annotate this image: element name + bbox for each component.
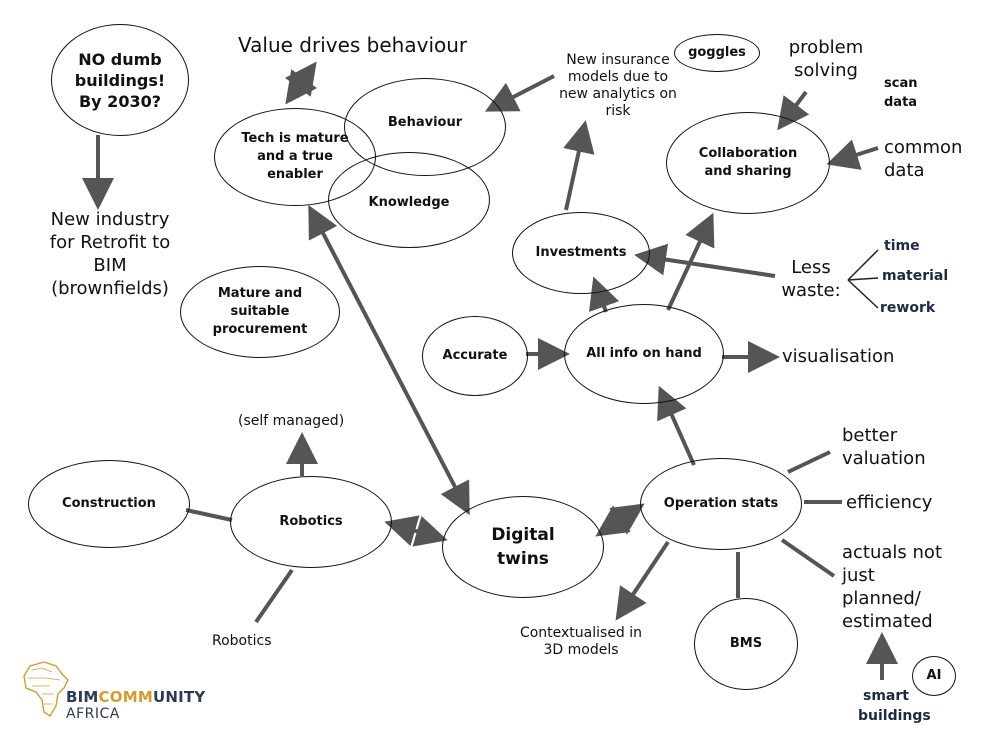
label-new-industry: New industry for Retrofit to BIM (brownf… <box>49 209 171 299</box>
label-common-data: common data <box>884 137 963 181</box>
label-rework: rework <box>880 300 936 316</box>
logo-line2: AFRICA <box>66 706 120 722</box>
label-visualisation: visualisation <box>782 346 895 367</box>
node-robotics: Robotics <box>230 476 392 568</box>
node-operation-stats: Operation stats <box>640 458 802 550</box>
arrow-insurance-behaviour <box>484 74 555 112</box>
line-opstats-actuals <box>780 538 836 578</box>
arrow-twins-opstats <box>595 503 645 537</box>
label-material: material <box>882 268 949 284</box>
node-collaboration: Collaboration and sharing <box>666 112 830 214</box>
node-accurate: Accurate <box>422 316 528 396</box>
line-robotics-text <box>254 568 294 624</box>
label-self-managed: (self managed) <box>238 413 345 429</box>
line-opstats-valuation <box>787 450 831 474</box>
fork-rework <box>847 279 879 309</box>
arrow-investments-insurance <box>563 120 595 211</box>
arrow-opstats-context <box>615 540 670 621</box>
label-value-drives: Value drives behaviour <box>238 33 468 57</box>
label-better-valuation: better valuation <box>842 425 926 469</box>
node-mature-procurement: Mature and suitable procurement <box>180 266 340 358</box>
fork-time <box>847 249 879 281</box>
node-goggles: goggles <box>674 34 760 72</box>
logo-line1: BIMCOMMUNITY <box>66 688 206 706</box>
label-scan-data: scan data <box>884 76 918 110</box>
arrow-allinfo-collab <box>666 212 715 311</box>
africa-map-icon <box>23 661 69 717</box>
fork-material <box>847 277 879 281</box>
node-digital-twins: Digital twins <box>442 496 604 598</box>
arrow-value-tech <box>284 61 318 105</box>
bimcommunity-logo: BIMCOMMUNITY AFRICA <box>22 660 205 724</box>
node-construction: Construction <box>28 460 190 548</box>
arrow-common-collab <box>826 139 879 170</box>
node-knowledge: Knowledge <box>328 152 490 248</box>
label-less-waste: Less waste: <box>781 257 841 301</box>
node-investments: Investments <box>512 212 650 294</box>
label-actuals: actuals not just planned/ estimated <box>842 542 943 632</box>
label-contextualised: Contextualised in 3D models <box>519 625 643 658</box>
arrow-waste-investments <box>634 243 776 278</box>
label-robotics: Robotics <box>212 633 272 649</box>
node-bms: BMS <box>694 598 798 690</box>
node-no-dumb-buildings: NO dumb buildings! By 2030? <box>51 24 189 136</box>
label-time: time <box>884 238 920 254</box>
arrow-opstats-allinfo <box>657 385 696 466</box>
node-ai: AI <box>912 656 956 696</box>
node-tech-mature: Tech is mature and a true enabler <box>214 108 376 206</box>
label-problem-solving: problem solving <box>788 37 864 81</box>
label-efficiency: efficiency <box>846 492 933 513</box>
label-smart-buildings: smart buildings <box>858 688 931 724</box>
arrow-robotics-twins <box>384 515 448 547</box>
label-new-insurance: New insurance models due to new analytic… <box>559 52 677 119</box>
node-all-info: All info on hand <box>564 304 724 404</box>
line-construction-robotics <box>185 508 233 522</box>
